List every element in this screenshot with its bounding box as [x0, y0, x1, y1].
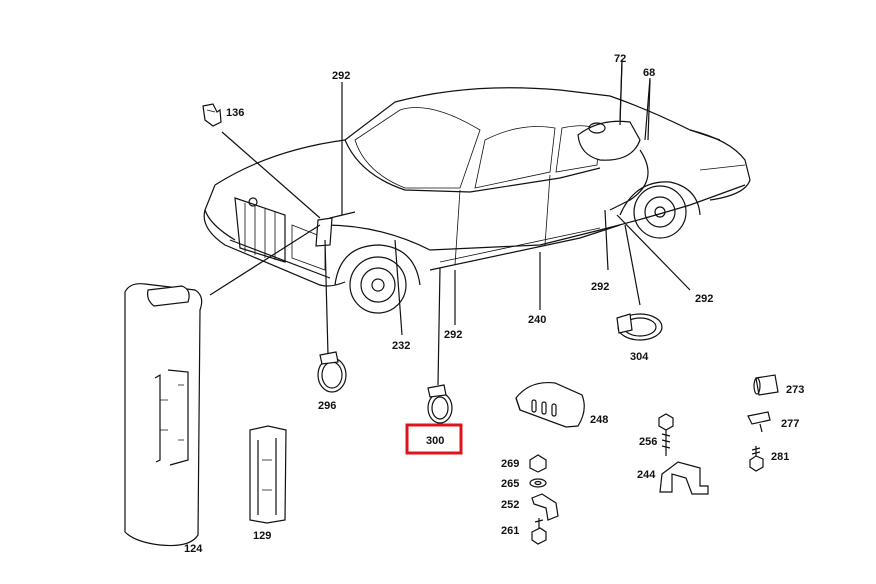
part-136-clip: [202, 103, 222, 127]
part-252-bracket: [531, 493, 559, 521]
callout-261: 261: [501, 525, 519, 537]
callout-292: 292: [591, 281, 609, 293]
part-277-clip: [747, 411, 771, 433]
callout-240: 240: [528, 314, 546, 326]
callout-292: 292: [444, 329, 462, 341]
highlight-box: [405, 423, 463, 455]
part-296-hose-clamp: [317, 351, 347, 393]
part-248-rubber-mount: [515, 381, 585, 428]
callout-136: 136: [226, 107, 244, 119]
leader-lines: [209, 61, 691, 386]
callout-labels: 292 136 72 68 292 292 292 240 304 232 29…: [184, 53, 804, 555]
callout-300: 300: [426, 435, 444, 447]
callout-304: 304: [630, 351, 649, 363]
callout-296: 296: [318, 400, 336, 412]
part-281-screw: [749, 446, 764, 472]
callout-277: 277: [781, 418, 799, 430]
callout-248: 248: [590, 414, 608, 426]
part-300-hose-clamp: [427, 384, 453, 424]
part-129-bracket: [249, 425, 287, 524]
part-265-washer: [529, 478, 547, 488]
callout-281: 281: [771, 451, 789, 463]
part-269-nut: [529, 454, 547, 473]
callout-72: 72: [614, 53, 626, 65]
callout-124: 124: [184, 543, 203, 555]
part-124-heat-shield: [124, 283, 203, 547]
callout-252: 252: [501, 499, 519, 511]
callout-256: 256: [639, 436, 657, 448]
part-261-bolt: [531, 518, 547, 545]
callout-273: 273: [786, 384, 804, 396]
part-244-strap-bracket: [659, 461, 709, 495]
callout-68: 68: [643, 67, 655, 79]
callout-129: 129: [253, 530, 271, 542]
part-304-clamp: [616, 313, 663, 341]
part-273-sleeve: [753, 374, 779, 396]
car-illustration: [203, 59, 751, 314]
callout-232: 232: [392, 340, 410, 352]
part-256-bolt: [658, 413, 674, 456]
callout-292: 292: [695, 293, 713, 305]
callout-292: 292: [332, 70, 350, 82]
callout-269: 269: [501, 458, 519, 470]
callout-244: 244: [637, 469, 656, 481]
callout-265: 265: [501, 478, 519, 490]
